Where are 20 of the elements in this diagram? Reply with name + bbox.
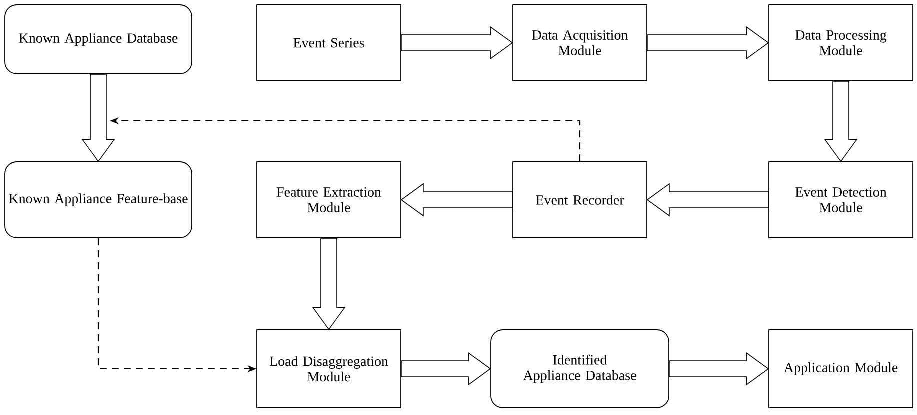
block-arrow (312, 238, 346, 330)
rounded-box: Identified Appliance Database (490, 330, 670, 408)
process-box: Application Module (768, 330, 914, 408)
block-arrow (646, 183, 769, 217)
block-arrow (401, 26, 514, 60)
rounded-box: Known Appliance Feature-base (4, 162, 192, 238)
process-box: Load Disaggregation Module (256, 330, 402, 408)
block-arrow (400, 183, 513, 217)
rounded-box: Known Appliance Database (4, 4, 192, 74)
process-box: Data Acquisition Module (512, 4, 648, 82)
block-arrow (82, 74, 116, 162)
process-box: Event Series (256, 4, 402, 82)
process-box: Event Recorder (512, 162, 648, 238)
process-box: Feature Extraction Module (256, 162, 402, 238)
block-arrow (401, 352, 492, 386)
process-box: Event Detection Module (768, 162, 914, 238)
block-arrow (824, 81, 858, 162)
process-box: Data Processing Module (768, 4, 914, 82)
block-arrow (669, 352, 770, 386)
block-arrow (647, 26, 770, 60)
